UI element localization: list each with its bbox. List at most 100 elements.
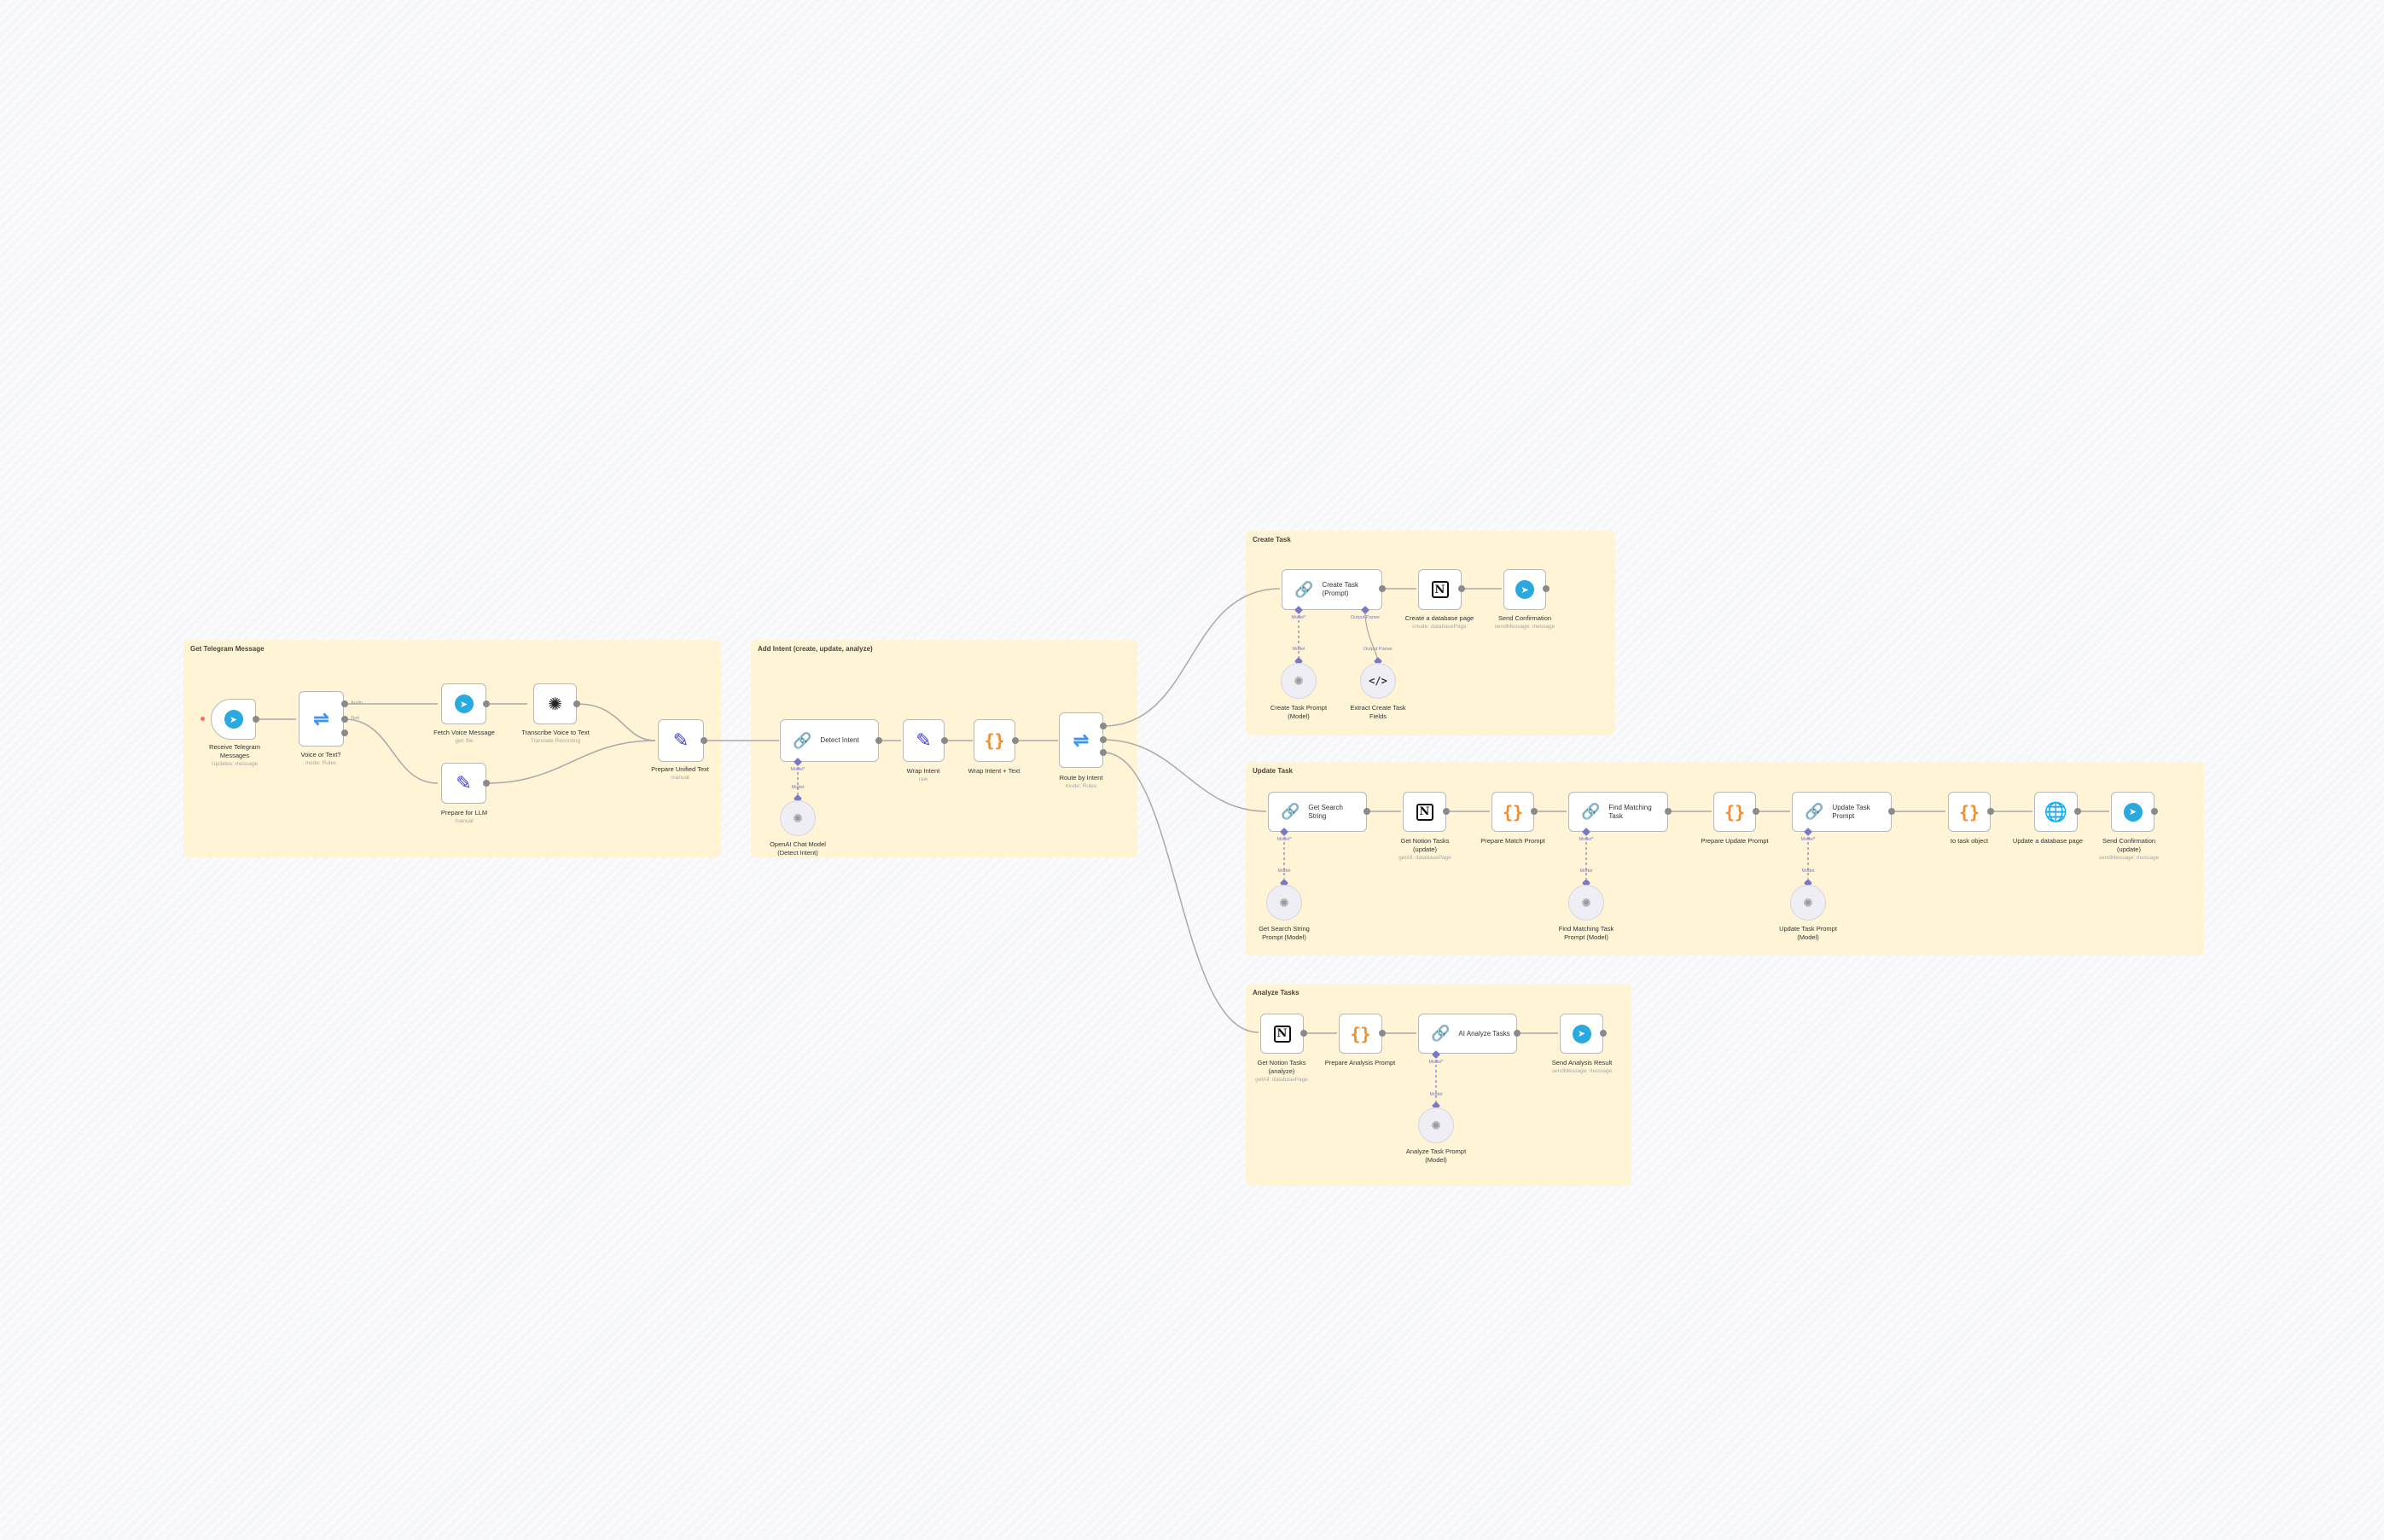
- output-port[interactable]: [1379, 585, 1386, 592]
- output-port[interactable]: [1012, 737, 1019, 744]
- node-label: Voice or Text?mode: Rules: [300, 751, 341, 766]
- output-port-analyze[interactable]: [1100, 749, 1107, 756]
- node-receive-telegram[interactable]: ➤: [211, 699, 256, 740]
- output-port-update[interactable]: [1100, 736, 1107, 743]
- node-label: AI Analyze Tasks: [1458, 1029, 1510, 1037]
- node-wrap-intent-text[interactable]: {}: [974, 719, 1015, 762]
- openai-icon: ✺: [1431, 1118, 1441, 1132]
- node-get-notion-tasks-update[interactable]: N: [1403, 792, 1446, 832]
- code-braces-icon: {}: [1350, 1023, 1371, 1044]
- node-send-confirmation[interactable]: ➤: [1503, 569, 1546, 610]
- node-find-matching-model[interactable]: ✺: [1568, 885, 1604, 921]
- node-label: Send Confirmation (update)sendMessage: m…: [2098, 837, 2160, 861]
- node-openai-chat-model[interactable]: ✺: [780, 800, 816, 836]
- node-analyze-task-model[interactable]: ✺: [1418, 1107, 1454, 1143]
- code-icon: </>: [1369, 675, 1387, 687]
- node-create-task-model[interactable]: ✺: [1281, 663, 1317, 699]
- group-get-telegram-message[interactable]: Get Telegram Message: [183, 640, 721, 857]
- node-label: OpenAI Chat Model (Detect Intent): [770, 840, 826, 857]
- chain-icon: 🔗: [1805, 803, 1824, 820]
- node-ai-analyze-tasks[interactable]: 🔗 AI Analyze Tasks: [1418, 1014, 1517, 1054]
- output-port[interactable]: [483, 700, 490, 707]
- node-prepare-match-prompt[interactable]: {}: [1491, 792, 1534, 832]
- node-prepare-llm[interactable]: ✎: [441, 763, 486, 804]
- group-title: Update Task: [1253, 767, 1293, 775]
- node-prepare-unified[interactable]: ✎: [658, 719, 704, 762]
- output-port[interactable]: [2151, 808, 2158, 815]
- node-label: Detect Intent: [820, 736, 859, 744]
- code-braces-icon: {}: [1958, 801, 1980, 822]
- telegram-icon: ➤: [2123, 802, 2143, 822]
- port-tag: Model*: [1579, 837, 1594, 842]
- output-port[interactable]: [1987, 808, 1994, 815]
- node-wrap-intent[interactable]: ✎: [903, 719, 945, 762]
- node-label: Extract Create Task Fields: [1350, 704, 1406, 720]
- output-port[interactable]: [1443, 808, 1450, 815]
- node-send-analysis-result[interactable]: ➤: [1560, 1014, 1603, 1054]
- node-update-database-page[interactable]: 🌐: [2034, 792, 2078, 832]
- node-prepare-analysis-prompt[interactable]: {}: [1339, 1014, 1382, 1054]
- output-port[interactable]: [1514, 1030, 1521, 1037]
- node-send-confirmation-update[interactable]: ➤: [2111, 792, 2154, 832]
- node-create-database-page[interactable]: N: [1418, 569, 1462, 610]
- output-port-fallback[interactable]: [341, 729, 348, 736]
- node-detect-intent[interactable]: 🔗 Detect Intent: [780, 719, 879, 762]
- node-to-task-object[interactable]: {}: [1948, 792, 1991, 832]
- output-port[interactable]: [701, 737, 707, 744]
- chain-icon: 🔗: [1431, 1025, 1451, 1042]
- node-get-notion-tasks-analyze[interactable]: N: [1260, 1014, 1304, 1054]
- node-label: Find Matching Task: [1608, 803, 1652, 820]
- output-port[interactable]: [1665, 808, 1672, 815]
- code-braces-icon: {}: [1724, 801, 1746, 822]
- output-port[interactable]: [1888, 808, 1895, 815]
- output-port[interactable]: [1379, 1030, 1386, 1037]
- output-port-create[interactable]: [1100, 723, 1107, 729]
- output-port[interactable]: [1753, 808, 1759, 815]
- port-tag: Model: [1801, 869, 1815, 874]
- output-port[interactable]: [941, 737, 948, 744]
- output-port[interactable]: [483, 780, 490, 787]
- node-create-task-prompt[interactable]: 🔗 Create Task (Prompt): [1282, 569, 1382, 610]
- output-port-text[interactable]: [341, 716, 348, 723]
- output-port[interactable]: [1543, 585, 1550, 592]
- port-tag: Model*: [1800, 837, 1816, 842]
- output-port[interactable]: [1300, 1030, 1307, 1037]
- output-port[interactable]: [1600, 1030, 1607, 1037]
- node-prepare-update-prompt[interactable]: {}: [1713, 792, 1756, 832]
- port-tag: Output Parser: [1350, 615, 1381, 620]
- group-create-task[interactable]: Create Task: [1246, 531, 1615, 735]
- node-extract-create-fields[interactable]: </>: [1360, 663, 1396, 699]
- node-update-task-model[interactable]: ✺: [1790, 885, 1826, 921]
- notion-icon: N: [1416, 803, 1433, 821]
- node-voice-or-text[interactable]: ⇌: [299, 691, 344, 747]
- openai-icon: ✺: [1294, 673, 1304, 688]
- output-port[interactable]: [2074, 808, 2081, 815]
- node-find-matching-task[interactable]: 🔗 Find Matching Task: [1568, 792, 1668, 832]
- telegram-icon: ➤: [1572, 1024, 1591, 1043]
- node-update-task-prompt[interactable]: 🔗 Update Task Prompt: [1792, 792, 1892, 832]
- node-fetch-voice[interactable]: ➤: [441, 683, 486, 724]
- output-port[interactable]: [1364, 808, 1370, 815]
- port-tag: Model: [791, 785, 805, 790]
- output-port[interactable]: [1531, 808, 1538, 815]
- node-label: Update a database page: [2012, 837, 2084, 845]
- output-port[interactable]: [1458, 585, 1465, 592]
- node-route-by-intent[interactable]: ⇌: [1059, 712, 1103, 768]
- pencil-icon: ✎: [456, 772, 472, 793]
- output-port[interactable]: [253, 716, 259, 723]
- output-port[interactable]: [573, 700, 580, 707]
- node-get-search-string[interactable]: 🔗 Get Search String: [1268, 792, 1367, 832]
- notion-icon: N: [1273, 1025, 1291, 1043]
- openai-icon: ✺: [1279, 895, 1289, 909]
- node-get-search-model[interactable]: ✺: [1266, 885, 1302, 921]
- output-port-audio[interactable]: [341, 700, 348, 707]
- code-braces-icon: {}: [984, 730, 1005, 751]
- node-label: Analyze Task Prompt (Model): [1405, 1148, 1467, 1164]
- port-tag: Output Parser: [1363, 647, 1393, 652]
- output-port[interactable]: [875, 737, 882, 744]
- node-transcribe[interactable]: ✺: [533, 683, 577, 724]
